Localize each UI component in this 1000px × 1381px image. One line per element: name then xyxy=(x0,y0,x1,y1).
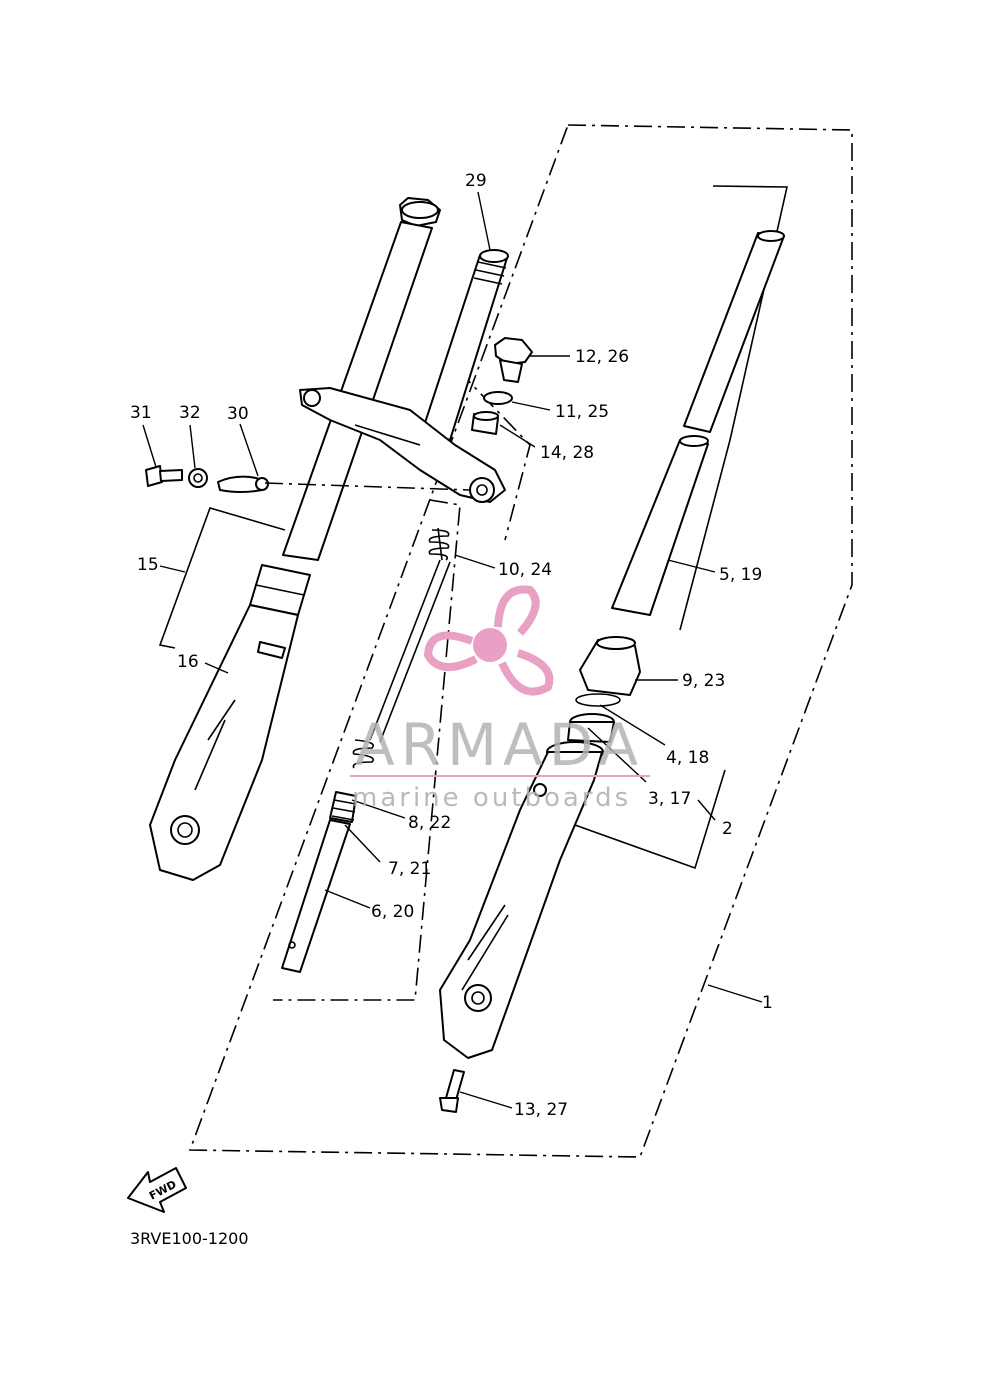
callout-12-26: 12, 26 xyxy=(575,347,629,367)
callout-11-25: 11, 25 xyxy=(555,402,609,422)
callout-13-27: 13, 27 xyxy=(514,1100,568,1120)
part-14-28-spacer xyxy=(471,411,499,435)
leader-lines xyxy=(142,191,763,1109)
propeller-blade-right xyxy=(498,649,554,696)
callout-30: 30 xyxy=(227,404,249,424)
callout-15: 15 xyxy=(137,555,159,575)
watermark: ARMADA marine outboards xyxy=(350,585,650,813)
part-6-20-damper-rod xyxy=(281,819,351,973)
part-12-26-cap-bolt xyxy=(494,337,533,383)
bracket-2 xyxy=(574,769,726,870)
steering-stem-assembly xyxy=(299,249,509,503)
callout-5-19: 5, 19 xyxy=(719,565,762,585)
part-30-clip xyxy=(217,475,269,493)
bracket-15-16 xyxy=(158,507,286,649)
part-3-17-oil-seal xyxy=(567,713,615,743)
part-5-19-inner-tube xyxy=(611,230,785,616)
assembly-boundary-1 xyxy=(188,124,853,1158)
damper-rod-upper-2 xyxy=(379,561,451,743)
part-10-24-spring xyxy=(428,527,450,561)
callout-3-17: 3, 17 xyxy=(648,789,691,809)
callout-4-18: 4, 18 xyxy=(666,748,709,768)
callout-2: 2 xyxy=(722,819,733,839)
callout-16: 16 xyxy=(177,652,199,672)
callout-10-24: 10, 24 xyxy=(498,560,552,580)
damper-group-boundary xyxy=(273,499,461,1001)
part-11-25-o-ring xyxy=(483,391,513,405)
left-fork-assembly xyxy=(149,197,441,881)
bracket-5-19 xyxy=(679,185,788,631)
part-9-23-dust-seal xyxy=(579,636,641,696)
propeller-logo xyxy=(423,585,554,696)
callout-labels: 29 12, 26 11, 25 14, 28 31 32 30 15 16 1… xyxy=(130,171,773,1120)
callout-7-21: 7, 21 xyxy=(388,859,431,879)
watermark-tagline: marine outboards xyxy=(352,783,631,813)
callout-8-22: 8, 22 xyxy=(408,813,451,833)
propeller-blade-left xyxy=(423,631,478,671)
part-4-18-clip xyxy=(575,693,621,707)
callout-32: 32 xyxy=(179,403,201,423)
part-8-22-spring-seat xyxy=(329,791,357,823)
propeller-blade-top xyxy=(494,585,540,636)
propeller-hub xyxy=(473,628,507,662)
fwd-arrow-icon: FWD xyxy=(127,1167,187,1213)
callout-6-20: 6, 20 xyxy=(371,902,414,922)
callout-14-28: 14, 28 xyxy=(540,443,594,463)
callout-1: 1 xyxy=(762,993,773,1013)
part-31-bolt xyxy=(145,465,183,487)
callout-31: 31 xyxy=(130,403,152,423)
part-13-27-drain-bolt xyxy=(439,1069,465,1113)
rebound-spring xyxy=(352,739,374,769)
bolt-axis-line xyxy=(264,482,471,491)
damper-rod-upper xyxy=(369,559,441,741)
cap-group-boundary xyxy=(457,369,531,541)
callout-9-23: 9, 23 xyxy=(682,671,725,691)
diagram-code: 3RVE100-1200 xyxy=(130,1229,249,1248)
part-32-nut xyxy=(188,468,208,488)
callout-29: 29 xyxy=(465,171,487,191)
watermark-brand: ARMADA xyxy=(355,711,644,779)
